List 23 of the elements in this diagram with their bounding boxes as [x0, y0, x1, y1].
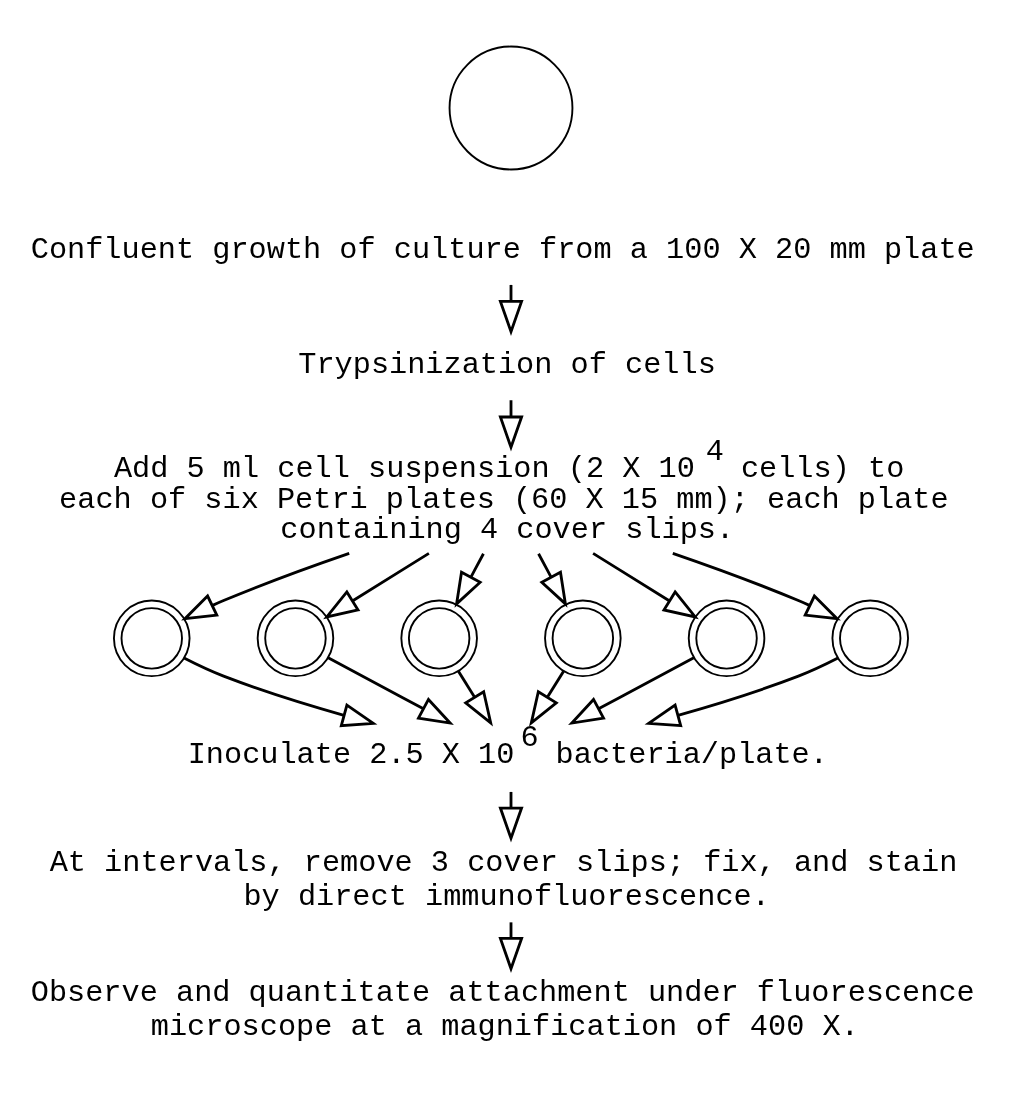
- arrow: [323, 552, 430, 620]
- node-text: Confluent growth of culture from a 100 X 20 mm plate: [30, 232, 975, 267]
- node-circle: [448, 45, 574, 171]
- node-text: Observe and quantitate attachment under fluorescence microscope at a magnification of 400 X.: [30, 976, 975, 1045]
- arrow: [457, 670, 493, 727]
- node-text: At intervals, remove 3 cover slips; fix, and stain by direct immunofluorescence.: [49, 845, 958, 914]
- arrow: [183, 656, 378, 728]
- node-circle: [831, 599, 909, 678]
- arrow: [327, 656, 454, 726]
- node-circle: [544, 599, 622, 678]
- arrow: [181, 552, 350, 621]
- arrow: [672, 552, 841, 621]
- arrow: [537, 553, 568, 608]
- node-circle: [256, 599, 335, 678]
- node-circle: [113, 599, 191, 678]
- node-circle: [400, 599, 478, 678]
- arrow: [592, 552, 699, 620]
- arrow: [644, 656, 839, 728]
- arrow: [454, 553, 485, 608]
- arrow: [568, 656, 695, 726]
- node-text: Trypsinization of cells: [298, 348, 716, 383]
- node-circle: [687, 599, 766, 678]
- arrow: [529, 670, 565, 727]
